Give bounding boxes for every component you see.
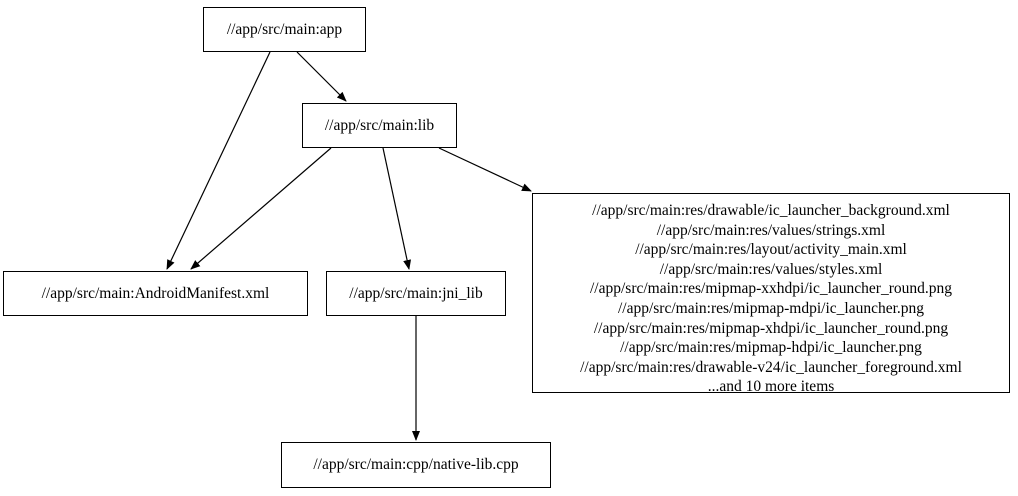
resource-target-line: //app/src/main:res/values/styles.xml	[659, 260, 883, 278]
graph-edge-lib-to-manifest	[190, 147, 332, 270]
graph-edge-lib-to-res	[438, 147, 532, 192]
graph-node-androidmanifest[interactable]: //app/src/main:AndroidManifest.xml	[3, 271, 308, 316]
resource-target-line: //app/src/main:res/drawable-v24/ic_launc…	[580, 358, 962, 376]
graph-edge-app-to-manifest	[166, 51, 271, 270]
resource-target-line: //app/src/main:res/drawable/ic_launcher_…	[592, 202, 950, 219]
graph-edge-lib-to-jni_lib	[382, 147, 412, 270]
resource-target-line: //app/src/main:res/mipmap-mdpi/ic_launch…	[617, 299, 925, 317]
resource-target-line: //app/src/main:res/mipmap-hdpi/ic_launch…	[620, 339, 922, 357]
resource-target-line: //app/src/main:res/values/strings.xml	[656, 221, 886, 239]
graph-node-native-lib-cpp[interactable]: //app/src/main:cpp/native-lib.cpp	[281, 442, 551, 488]
graph-node-jni-lib[interactable]: //app/src/main:jni_lib	[326, 271, 506, 316]
graph-edge-app-to-lib	[296, 51, 347, 102]
graph-node-resources[interactable]: //app/src/main:res/drawable/ic_launcher_…	[532, 193, 1010, 395]
resource-target-line: ...and 10 more items	[707, 378, 835, 396]
resource-target-line: //app/src/main:res/mipmap-xhdpi/ic_launc…	[593, 319, 949, 337]
resource-target-line: //app/src/main:res/layout/activity_main.…	[635, 241, 907, 259]
graph-node-lib[interactable]: //app/src/main:lib	[302, 103, 457, 148]
resource-target-line: //app/src/main:res/mipmap-xxhdpi/ic_laun…	[589, 280, 952, 298]
graph-node-app[interactable]: //app/src/main:app	[203, 7, 366, 52]
